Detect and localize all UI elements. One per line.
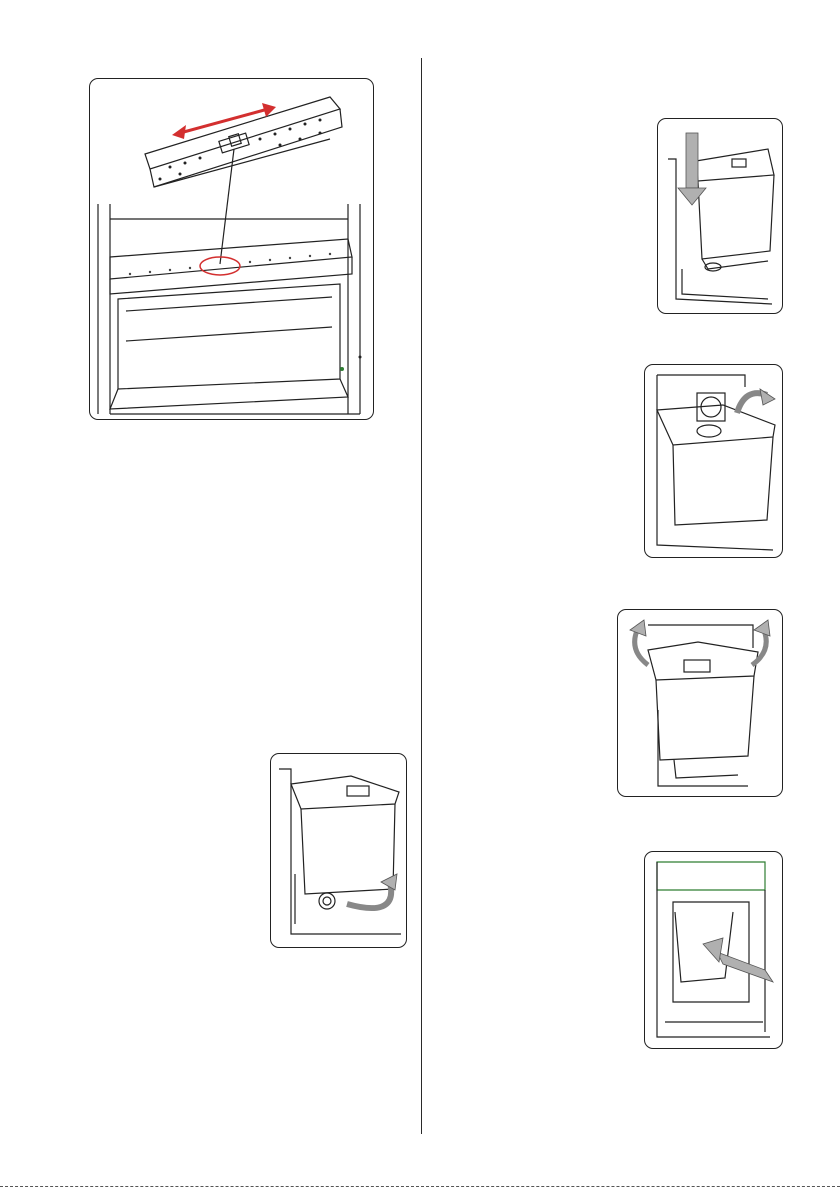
figure-tank-insert: [657, 118, 783, 314]
figure-tank-lid-open: [644, 364, 783, 558]
dispenser-press-illustration: [645, 852, 782, 1048]
tank-insert-illustration: [658, 119, 782, 313]
shelf-illustration: [90, 79, 373, 419]
page-bottom-rule: [0, 1186, 840, 1187]
push-arrow-icon: [703, 938, 773, 982]
column-divider: [421, 58, 422, 1134]
figure-dispenser-press: [644, 851, 783, 1049]
down-arrow-icon: [678, 133, 706, 205]
tank-remove-illustration: [271, 754, 406, 947]
figure-tank-remove-valve: [270, 753, 407, 948]
tank-lift-illustration: [618, 610, 782, 796]
figure-shelf-slide: [89, 78, 374, 420]
curved-arrow-icon: [737, 389, 775, 413]
tank-lid-illustration: [645, 365, 782, 557]
figure-tank-lift-clips: [617, 609, 783, 797]
